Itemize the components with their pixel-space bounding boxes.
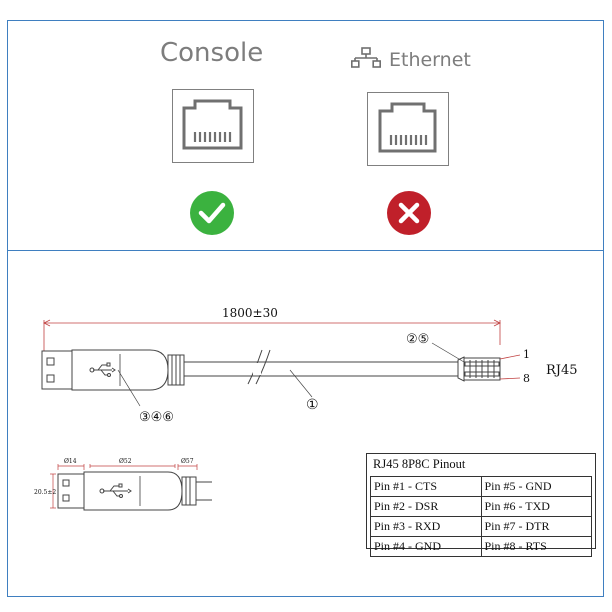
table-row: Pin #4 - GND Pin #8 - RTS [370, 536, 592, 557]
check-mark-icon [190, 191, 234, 235]
pin-cell: Pin #6 - TXD [480, 496, 592, 517]
rj45-pin-bottom: 8 [523, 372, 530, 385]
callout-usb: ③④⑥ [139, 410, 174, 425]
pinout-table: Pin #1 - CTS Pin #5 - GND Pin #2 - DSR P… [370, 476, 592, 557]
dim-c: Ø57 [181, 458, 194, 465]
cross-mark-icon [387, 191, 431, 235]
pin-cell: Pin #8 - RTS [480, 536, 592, 557]
table-row: Pin #3 - RXD Pin #7 - DTR [370, 516, 592, 537]
callout-cable: ① [306, 397, 319, 413]
pin-cell: Pin #2 - DSR [370, 496, 482, 517]
rj45-label: RJ45 [546, 363, 578, 378]
pin-cell: Pin #4 - GND [370, 536, 482, 557]
network-icon [351, 47, 381, 68]
pin-cell: Pin #7 - DTR [480, 516, 592, 537]
usb-logo-icon [89, 362, 116, 377]
rj45-plug [457, 356, 501, 382]
table-row: Pin #1 - CTS Pin #5 - GND [370, 476, 592, 497]
rj45-pin-top: 1 [523, 348, 530, 361]
table-row: Pin #2 - DSR Pin #6 - TXD [370, 496, 592, 517]
dim-b: Ø52 [119, 458, 132, 465]
pin-cell: Pin #5 - GND [480, 476, 592, 497]
dim-d: 20.5±2 [34, 489, 56, 496]
usb-plug [41, 349, 185, 391]
usb-dimension-drawing [57, 471, 212, 511]
usb-logo-icon [99, 483, 132, 498]
pin-cell: Pin #3 - RXD [370, 516, 482, 537]
callout-rj45: ②⑤ [406, 332, 429, 347]
ethernet-port-image [367, 92, 449, 166]
length-label: 1800±30 [222, 306, 278, 320]
rj45-socket-icon [378, 102, 437, 153]
ethernet-title: Ethernet [389, 49, 471, 71]
console-title: Console [160, 38, 264, 68]
rj45-socket-icon [182, 99, 243, 150]
console-port-image [172, 89, 254, 163]
dim-a: Ø14 [64, 458, 77, 465]
pinout-title: RJ45 8P8C Pinout [373, 457, 466, 471]
port-comparison-panel [7, 20, 604, 251]
pin-cell: Pin #1 - CTS [370, 476, 482, 497]
